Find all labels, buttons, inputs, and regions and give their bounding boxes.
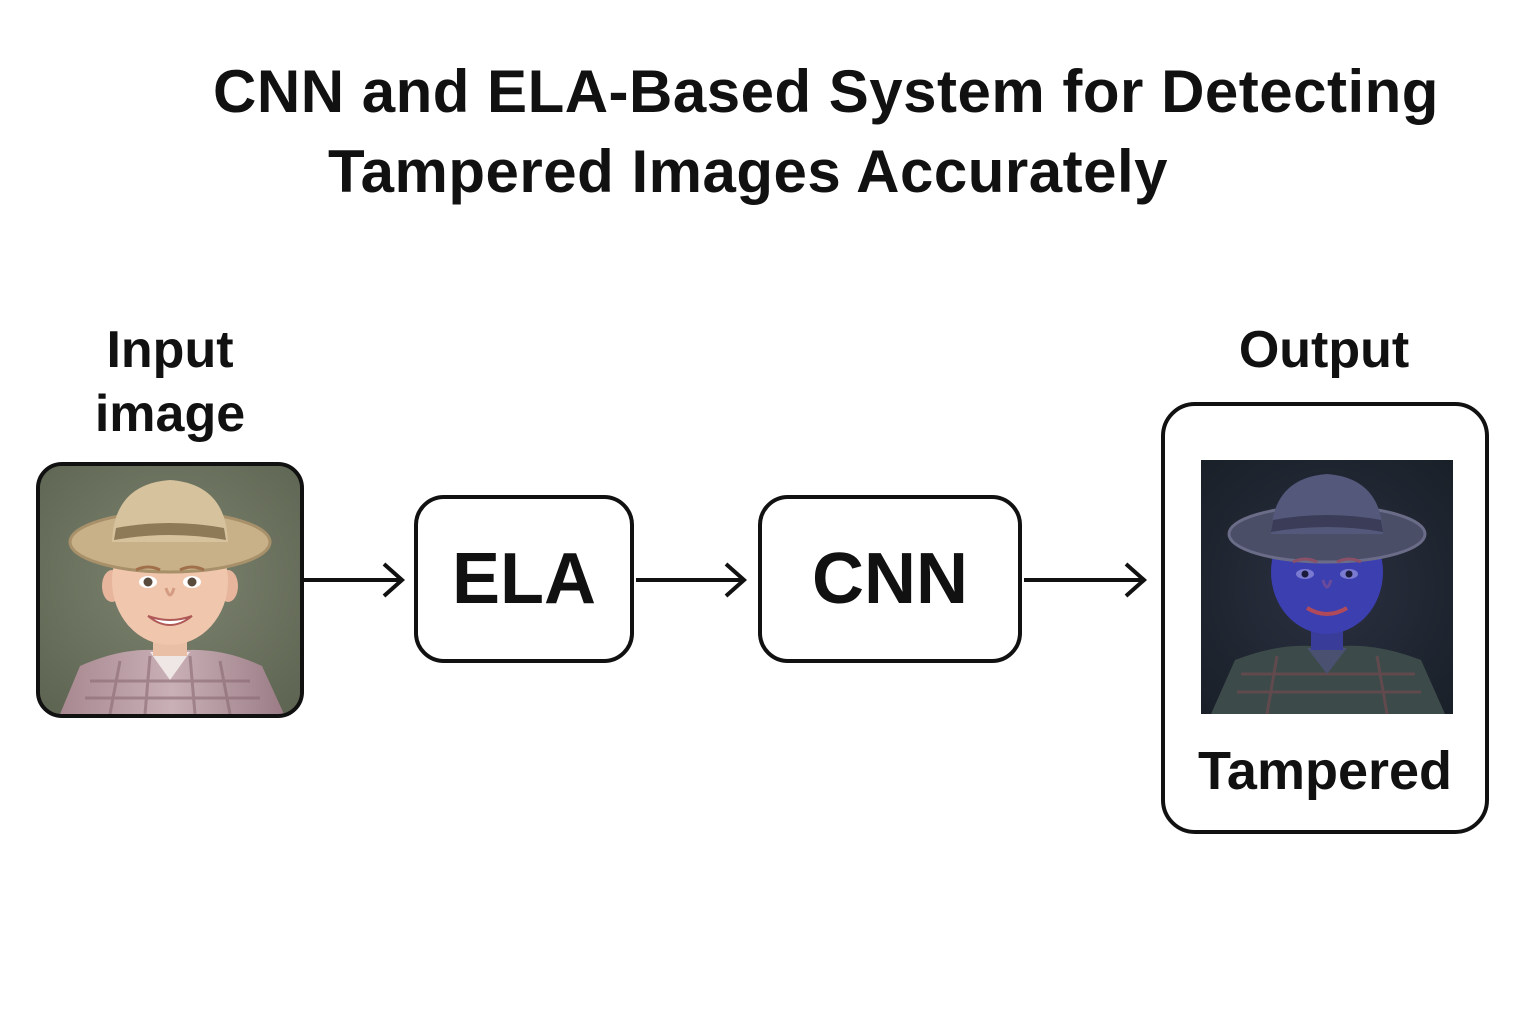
- input-image: [36, 462, 304, 718]
- boy-photo-illustration: [40, 466, 300, 714]
- ela-stage-box: ELA: [414, 495, 634, 663]
- input-label-line-1: Input: [106, 321, 234, 379]
- arrow-ela-to-cnn-icon: [636, 562, 748, 598]
- ela-heatmap-illustration: [1201, 460, 1453, 714]
- output-panel: Tampered: [1161, 402, 1489, 834]
- title-line-2: Tampered Images Accurately: [327, 138, 1169, 205]
- arrow-input-to-ela-icon: [302, 562, 406, 598]
- cnn-stage-box: CNN: [758, 495, 1022, 663]
- diagram-title: CNN and ELA-Based System for Detecting T…: [0, 52, 1536, 212]
- title-line-1: CNN and ELA-Based System for Detecting: [213, 58, 1439, 125]
- result-label: Tampered: [1197, 741, 1453, 801]
- input-label-line-2: image: [94, 385, 246, 443]
- output-label: Output: [1238, 321, 1410, 379]
- input-label: Input image: [40, 318, 300, 446]
- arrow-cnn-to-output-icon: [1024, 562, 1148, 598]
- ela-output-image: [1201, 460, 1453, 714]
